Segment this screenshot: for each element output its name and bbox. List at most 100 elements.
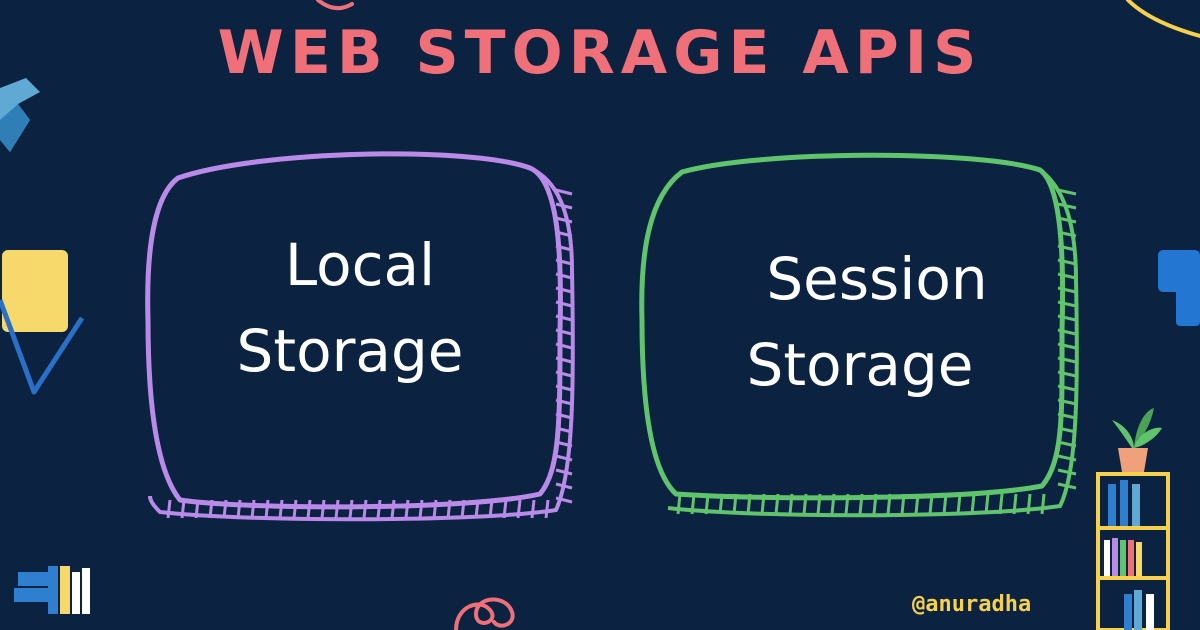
edge-hatch — [1057, 300, 1077, 308]
edge-hatch — [544, 499, 550, 519]
edge-hatch — [306, 499, 312, 519]
plant-icon — [1112, 408, 1162, 472]
edge-hatch — [555, 384, 573, 392]
edge-hatch — [555, 454, 573, 462]
edge-hatch — [830, 493, 836, 515]
edge-hatch — [816, 493, 822, 515]
edge-hatch — [1057, 454, 1077, 462]
edge-hatch — [474, 499, 480, 519]
edge-hatch — [1057, 412, 1077, 420]
edge-hatch — [555, 398, 573, 406]
edge-hatch — [555, 468, 573, 476]
blue-diamond-outline — [0, 299, 85, 395]
edge-hatch — [236, 499, 242, 519]
edge-hatch — [555, 314, 573, 322]
edge-hatch — [942, 493, 948, 515]
books-icon — [14, 566, 90, 614]
edge-hatch — [250, 499, 256, 519]
edge-hatch — [704, 493, 710, 515]
edge-hatch — [1057, 244, 1077, 252]
edge-hatch — [362, 499, 368, 519]
edge-hatch — [1057, 468, 1077, 476]
edge-hatch — [1057, 482, 1077, 490]
edge-hatch — [555, 342, 573, 350]
edge-hatch — [914, 493, 920, 515]
edge-hatch — [1057, 272, 1077, 280]
bookshelf-icon — [1096, 472, 1170, 630]
arrow-icon — [0, 78, 40, 152]
edge-hatch — [1057, 398, 1077, 406]
edge-hatch — [1057, 426, 1077, 434]
edge-hatch — [264, 499, 270, 519]
edge-hatch — [555, 244, 573, 252]
edge-hatch — [844, 493, 850, 515]
edge-hatch — [555, 412, 573, 420]
top-scribble — [316, 0, 354, 11]
edge-hatch — [292, 499, 298, 519]
edge-hatch — [1057, 258, 1077, 266]
edge-hatch — [555, 216, 573, 224]
edge-hatch — [516, 499, 522, 519]
edge-hatch — [1057, 384, 1077, 392]
edge-hatch — [320, 499, 326, 519]
edge-hatch — [555, 370, 573, 378]
edge-hatch — [222, 499, 228, 519]
edge-hatch — [348, 499, 354, 519]
edge-hatch — [858, 493, 864, 515]
edge-hatch — [555, 426, 573, 434]
edge-hatch — [502, 499, 508, 519]
edge-hatch — [984, 493, 990, 515]
edge-hatch — [555, 496, 573, 504]
edge-hatch — [555, 482, 573, 490]
edge-hatch — [278, 499, 284, 519]
edge-hatch — [460, 499, 466, 519]
edge-hatch — [180, 499, 186, 519]
edge-hatch — [555, 258, 573, 266]
session-storage-line2: Storage — [746, 331, 974, 399]
edge-hatch — [208, 499, 214, 519]
blue-puzzle-piece — [1158, 250, 1200, 326]
edge-hatch — [555, 440, 573, 448]
edge-hatch — [1057, 356, 1077, 364]
edge-hatch — [530, 499, 536, 519]
edge-hatch — [746, 493, 752, 515]
edge-hatch — [194, 499, 200, 519]
page-title: WEB STORAGE APIS — [217, 18, 983, 88]
edge-hatch — [760, 493, 766, 515]
edge-hatch — [1057, 188, 1077, 196]
edge-hatch — [1026, 493, 1032, 515]
edge-hatch — [970, 493, 976, 515]
local-storage-card — [145, 151, 575, 522]
edge-hatch — [166, 499, 172, 519]
edge-hatch — [1012, 493, 1018, 515]
edge-hatch — [872, 493, 878, 515]
shelf-books — [1104, 480, 1154, 630]
edge-hatch — [488, 499, 494, 519]
edge-hatch — [555, 188, 573, 196]
edge-hatch — [774, 493, 780, 515]
edge-hatch — [446, 499, 452, 519]
edge-hatch — [1040, 493, 1046, 515]
edge-hatch — [390, 499, 396, 519]
edge-hatch — [334, 499, 340, 519]
edge-hatch — [690, 493, 696, 515]
edge-hatch — [900, 493, 906, 515]
edge-hatch — [404, 499, 410, 519]
edge-hatch — [956, 493, 962, 515]
top-right-arc — [1126, 0, 1200, 38]
edge-hatch — [788, 493, 794, 515]
edge-hatch — [555, 202, 573, 210]
session-storage-card — [639, 152, 1079, 518]
edge-hatch — [1057, 202, 1077, 210]
edge-hatch — [376, 499, 382, 519]
edge-hatch — [555, 356, 573, 364]
edge-hatch — [928, 493, 934, 515]
edge-hatch — [1057, 328, 1077, 336]
edge-hatch — [555, 230, 573, 238]
scribble — [454, 597, 515, 630]
edge-hatch — [418, 499, 424, 519]
edge-hatch — [1057, 314, 1077, 322]
edge-hatch — [676, 493, 682, 515]
edge-hatch — [1057, 370, 1077, 378]
